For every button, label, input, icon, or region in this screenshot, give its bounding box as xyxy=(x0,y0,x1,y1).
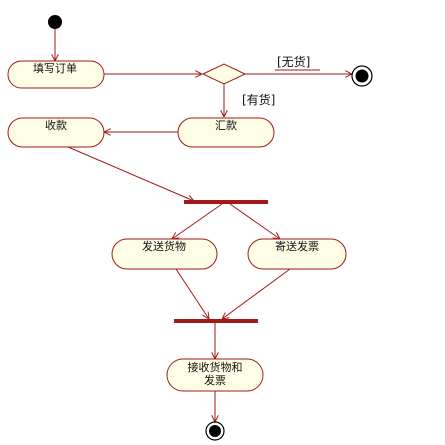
activity-fill-order[interactable]: 填写订单 xyxy=(7,60,105,89)
join-bar xyxy=(174,319,258,323)
activity-ship-goods[interactable]: 发送货物 xyxy=(111,238,218,270)
activity-fill-order-label: 填写订单 xyxy=(33,61,77,75)
initial-node xyxy=(48,15,62,29)
activity-send-invoice[interactable]: 寄送发票 xyxy=(247,238,347,270)
activity-send-invoice-label: 寄送发票 xyxy=(275,239,319,253)
activity-receive[interactable]: 接收货物和 发票 xyxy=(166,358,264,392)
activity-remit[interactable]: 汇款 xyxy=(177,117,275,148)
guard-no-stock: [无货] xyxy=(277,54,310,69)
edge-invoice-to-join xyxy=(222,268,291,319)
edge-ship-to-join xyxy=(175,268,209,319)
activity-receive-label-line2: 发票 xyxy=(204,373,226,387)
activity-receive-label-line1: 接收货物和 xyxy=(188,360,243,374)
edge-collect-to-fork xyxy=(67,146,194,201)
decision-node xyxy=(201,63,247,85)
final-node xyxy=(205,421,225,441)
transitions xyxy=(55,29,352,422)
activity-ship-goods-label: 发送货物 xyxy=(142,239,186,253)
activity-remit-label: 汇款 xyxy=(215,118,237,132)
edge-fork-to-invoice xyxy=(229,203,280,239)
fork-bar xyxy=(184,200,268,204)
activity-collect-label: 收款 xyxy=(45,118,67,132)
guard-in-stock: [有货] xyxy=(242,92,275,107)
activity-collect[interactable]: 收款 xyxy=(7,117,105,148)
final-node-no-stock xyxy=(351,65,373,87)
edge-fork-to-ship xyxy=(172,203,223,239)
